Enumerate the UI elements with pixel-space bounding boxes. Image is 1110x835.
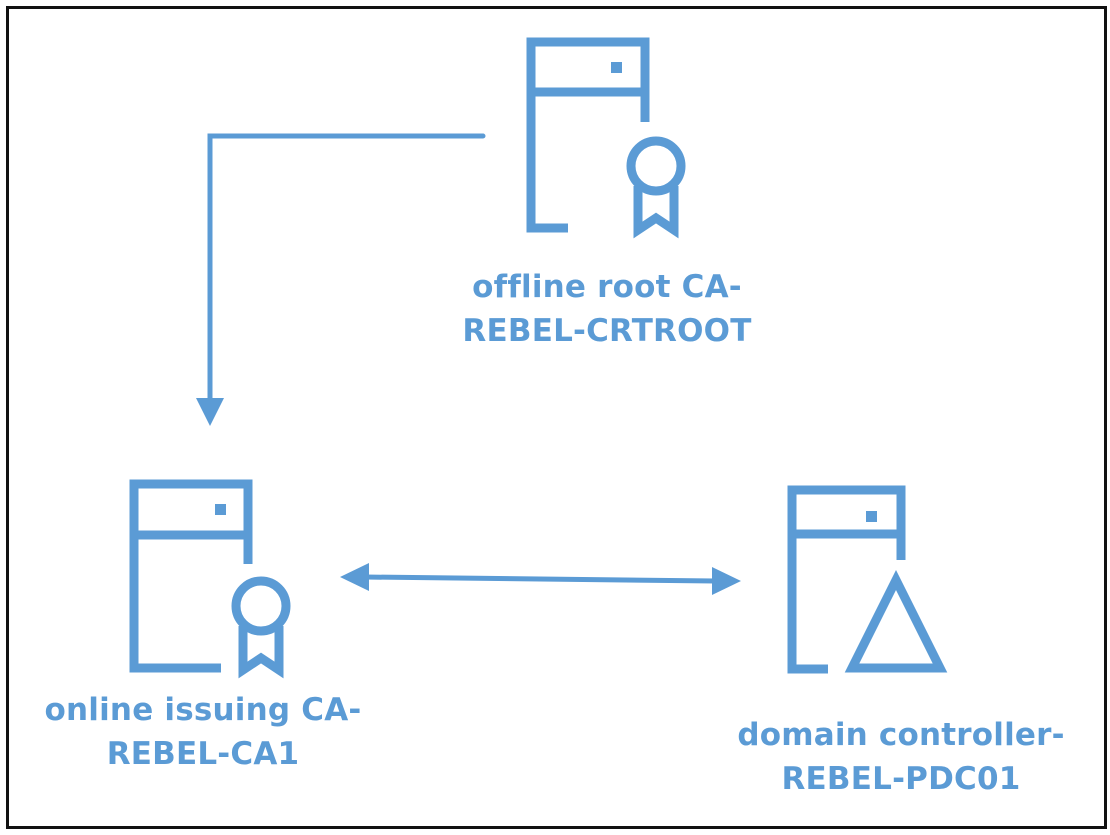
server-body [787, 485, 906, 674]
server-led [866, 511, 877, 522]
edge-root-to-issuing [196, 133, 486, 426]
issuing-ca-label-line2: REBEL-CA1 [106, 736, 300, 772]
triangle-shape [844, 569, 948, 673]
edge-line [207, 133, 486, 403]
server-led [611, 62, 622, 73]
server-body [526, 37, 650, 233]
arrowhead-left [340, 563, 369, 591]
server-body [129, 479, 253, 673]
diagram-frame [6, 6, 1107, 829]
root-ca-label-line2: REBEL-CRTROOT [462, 313, 752, 349]
certificate-seal [626, 136, 686, 196]
root-ca-server-certificate-icon [526, 37, 686, 239]
server-led [215, 504, 226, 515]
domain-controller-label-line1: domain controller- [737, 717, 1065, 753]
certificate-ribbon [238, 626, 284, 679]
issuing-ca-label-line1: online issuing CA- [44, 692, 362, 728]
domain-controller-label-line2: REBEL-PDC01 [781, 761, 1021, 797]
arrowhead-right [712, 567, 741, 595]
certificate-ribbon [633, 186, 679, 239]
edge-line [364, 574, 716, 584]
arrowhead-down [196, 398, 224, 426]
domain-controller-label: domain controller- REBEL-PDC01 [737, 713, 1064, 801]
root-ca-label: offline root CA- REBEL-CRTROOT [462, 265, 751, 353]
domain-controller-server-triangle-icon [787, 485, 948, 674]
certificate-seal [231, 576, 291, 636]
issuing-ca-label: online issuing CA- REBEL-CA1 [45, 688, 362, 776]
root-ca-label-line1: offline root CA- [472, 269, 742, 305]
issuing-ca-server-certificate-icon [129, 479, 291, 679]
edge-issuing-to-dc [340, 563, 741, 595]
